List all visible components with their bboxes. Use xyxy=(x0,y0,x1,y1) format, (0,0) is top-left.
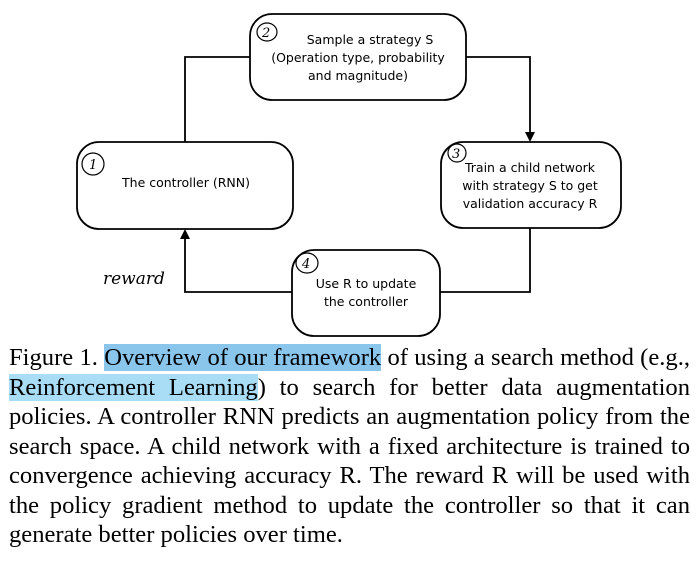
train-child-line-3: validation accuracy R xyxy=(463,196,598,211)
caption-highlight-overview: Overview of our framework xyxy=(104,344,382,371)
edge-train-to-update xyxy=(440,228,531,293)
reward-label: reward xyxy=(103,269,165,289)
update-controller-line-1: Use R to update xyxy=(316,276,417,291)
step-4-number: 4 xyxy=(301,257,310,272)
node-update-controller: 4 Use R to update the controller xyxy=(291,249,441,337)
edge-controller-to-sample xyxy=(184,56,250,142)
caption-suffix: ) to search for better data augmentation… xyxy=(9,373,690,549)
update-controller-line-2: the controller xyxy=(324,294,409,309)
connector-lines xyxy=(180,56,535,293)
sample-strategy-line-1: Sample a strategy S xyxy=(307,32,434,47)
controller-label: The controller (RNN) xyxy=(121,175,250,190)
step-3-number: 3 xyxy=(452,147,460,162)
edge-update-to-controller xyxy=(180,229,292,293)
caption-middle: of using a search method (e.g., xyxy=(381,344,690,371)
node-sample-strategy: 2 Sample a strategy S (Operation type, p… xyxy=(249,13,467,101)
figure-caption: Figure 1. Overview of our framework of u… xyxy=(9,343,690,550)
framework-diagram: 2 Sample a strategy S (Operation type, p… xyxy=(76,13,622,337)
sample-strategy-line-2: (Operation type, probability xyxy=(271,50,445,65)
node-controller: 1 The controller (RNN) xyxy=(76,141,294,230)
edge-sample-to-train xyxy=(466,56,535,142)
step-2-number: 2 xyxy=(261,26,270,41)
step-3-circle-icon xyxy=(447,143,467,163)
step-2-circle-icon xyxy=(256,22,278,42)
sample-strategy-line-3: and magnitude) xyxy=(308,68,408,83)
node-train-child: 3 Train a child network with strategy S … xyxy=(440,141,622,229)
train-child-line-1: Train a child network xyxy=(464,160,596,175)
step-1-circle-icon xyxy=(81,152,105,176)
step-1-number: 1 xyxy=(89,158,97,173)
caption-highlight-rl: Reinforcement Learning xyxy=(9,373,258,401)
caption-prefix: Figure 1. xyxy=(9,344,105,371)
step-4-circle-icon xyxy=(295,252,319,274)
train-child-line-2: with strategy S to get xyxy=(462,178,598,193)
